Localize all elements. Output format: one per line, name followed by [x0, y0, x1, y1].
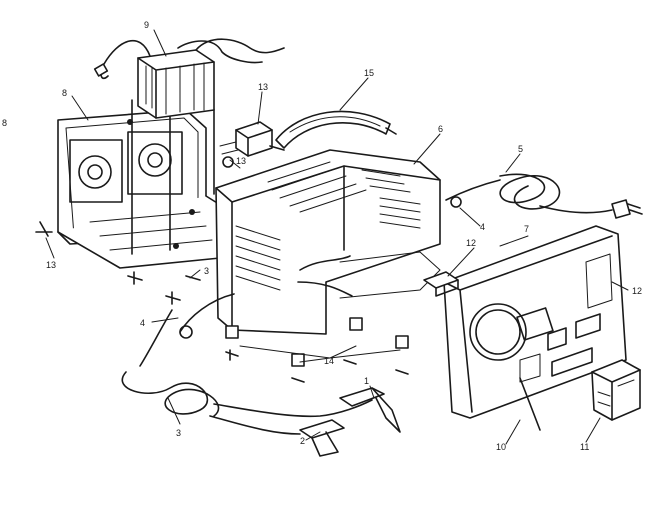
label-14: 14 [324, 356, 334, 366]
label-15: 15 [364, 68, 374, 78]
label-6: 6 [438, 124, 443, 134]
label-4-left: 4 [140, 318, 145, 328]
dc-output-leads [121, 293, 373, 435]
label-2: 2 [300, 436, 305, 446]
label-11: 11 [580, 442, 589, 452]
heat-strap [269, 110, 397, 151]
battery-clamps [299, 387, 401, 457]
cabinet-cover [215, 149, 441, 335]
label-10: 10 [496, 442, 506, 452]
label-13-mid: 13 [236, 156, 246, 166]
label-8-right: 8 [2, 118, 7, 128]
timer-switch [591, 359, 641, 421]
part-labels: 9 8 13 15 6 5 13 4 7 12 13 3 12 4 14 1 2… [2, 20, 642, 452]
leader-lines [45, 29, 629, 445]
ac-power-cord [445, 173, 643, 219]
inner-plate [339, 251, 441, 299]
terminal-clamp [423, 271, 459, 297]
label-7: 7 [524, 224, 529, 234]
label-4-right: 4 [480, 222, 485, 232]
front-panel [443, 225, 627, 419]
label-5: 5 [518, 144, 523, 154]
label-12-right: 12 [632, 286, 642, 296]
label-8-left: 8 [62, 88, 67, 98]
label-9: 9 [144, 20, 149, 30]
label-3-top: 3 [204, 266, 209, 276]
label-1: 1 [364, 376, 369, 386]
hardware-fasteners [35, 221, 541, 431]
transformer [93, 38, 285, 119]
label-13-top: 13 [258, 82, 268, 92]
label-13-left: 13 [46, 260, 56, 270]
label-12-center: 12 [466, 238, 476, 248]
rectifier-block [219, 121, 273, 168]
label-3-bottom: 3 [176, 428, 181, 438]
